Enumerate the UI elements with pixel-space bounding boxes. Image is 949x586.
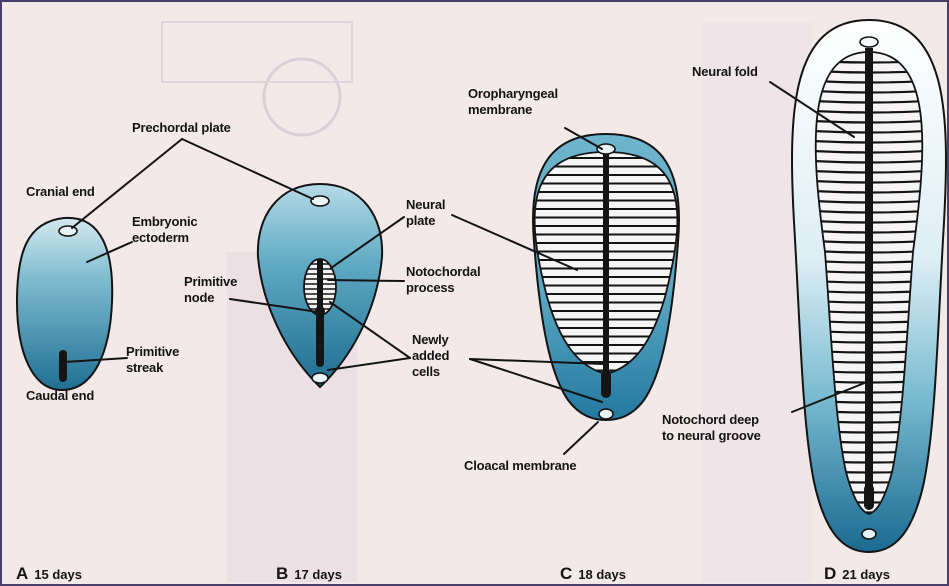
prechordal-plate-a — [59, 226, 77, 236]
stage-caption-b: B 17 days — [276, 564, 342, 584]
stage-days: 21 days — [842, 567, 890, 582]
stage-caption-d: D 21 days — [824, 564, 890, 584]
notochordal-process-b — [317, 260, 323, 310]
label-line: plate — [406, 213, 445, 229]
label-line: process — [406, 280, 480, 296]
label-neural-fold: Neural fold — [692, 64, 758, 80]
label-notochordal-process: Notochordal process — [406, 264, 480, 296]
embryo-c — [522, 134, 692, 420]
oropharyngeal-membrane-c — [597, 144, 615, 154]
label-line: Primitive — [126, 344, 179, 360]
stage-days: 15 days — [34, 567, 82, 582]
stage-days: 18 days — [578, 567, 626, 582]
label-line: Notochord deep — [662, 412, 761, 428]
label-embryonic-ectoderm: Embryonic ectoderm — [132, 214, 197, 246]
label-line: Notochordal — [406, 264, 480, 280]
notochord-c — [603, 152, 609, 374]
label-line: streak — [126, 360, 179, 376]
embryo-b — [258, 184, 382, 387]
label-line: cells — [412, 364, 449, 380]
oropharyngeal-membrane-d — [860, 37, 878, 47]
label-caudal-end: Caudal end — [26, 388, 94, 404]
embryo-d — [792, 20, 946, 552]
primitive-streak-a — [59, 350, 67, 382]
label-prechordal-plate: Prechordal plate — [132, 120, 231, 136]
label-line: ectoderm — [132, 230, 197, 246]
label-neural-plate: Neural plate — [406, 197, 445, 229]
label-cranial-end: Cranial end — [26, 184, 95, 200]
label-primitive-streak: Primitive streak — [126, 344, 179, 376]
label-primitive-node: Primitive node — [184, 274, 237, 306]
stage-letter: C — [560, 564, 572, 583]
label-line: to neural groove — [662, 428, 761, 444]
cloacal-membrane-b — [312, 373, 328, 383]
cloacal-membrane-d — [862, 529, 876, 539]
label-line: Neural — [406, 197, 445, 213]
label-line: Embryonic — [132, 214, 197, 230]
label-newly-added-cells: Newly added cells — [412, 332, 449, 380]
stage-letter: D — [824, 564, 836, 583]
label-line: added — [412, 348, 449, 364]
label-line: Newly — [412, 332, 449, 348]
stage-letter: B — [276, 564, 288, 583]
stage-caption-c: C 18 days — [560, 564, 626, 584]
label-line: Primitive — [184, 274, 237, 290]
label-oropharyngeal-membrane: Oropharyngeal membrane — [468, 86, 558, 118]
label-line: Oropharyngeal — [468, 86, 558, 102]
notochord-d — [865, 48, 873, 488]
label-line: membrane — [468, 102, 558, 118]
embryo-a — [17, 218, 112, 390]
label-notochord-deep: Notochord deep to neural groove — [662, 412, 761, 444]
label-line: node — [184, 290, 237, 306]
stage-letter: A — [16, 564, 28, 583]
prechordal-plate-b — [311, 196, 329, 206]
primitive-streak-d — [864, 484, 874, 510]
label-cloacal-membrane: Cloacal membrane — [464, 458, 576, 474]
stage-caption-a: A 15 days — [16, 564, 82, 584]
primitive-streak-c — [601, 370, 611, 398]
cloacal-membrane-c — [599, 409, 613, 419]
stage-days: 17 days — [294, 567, 342, 582]
